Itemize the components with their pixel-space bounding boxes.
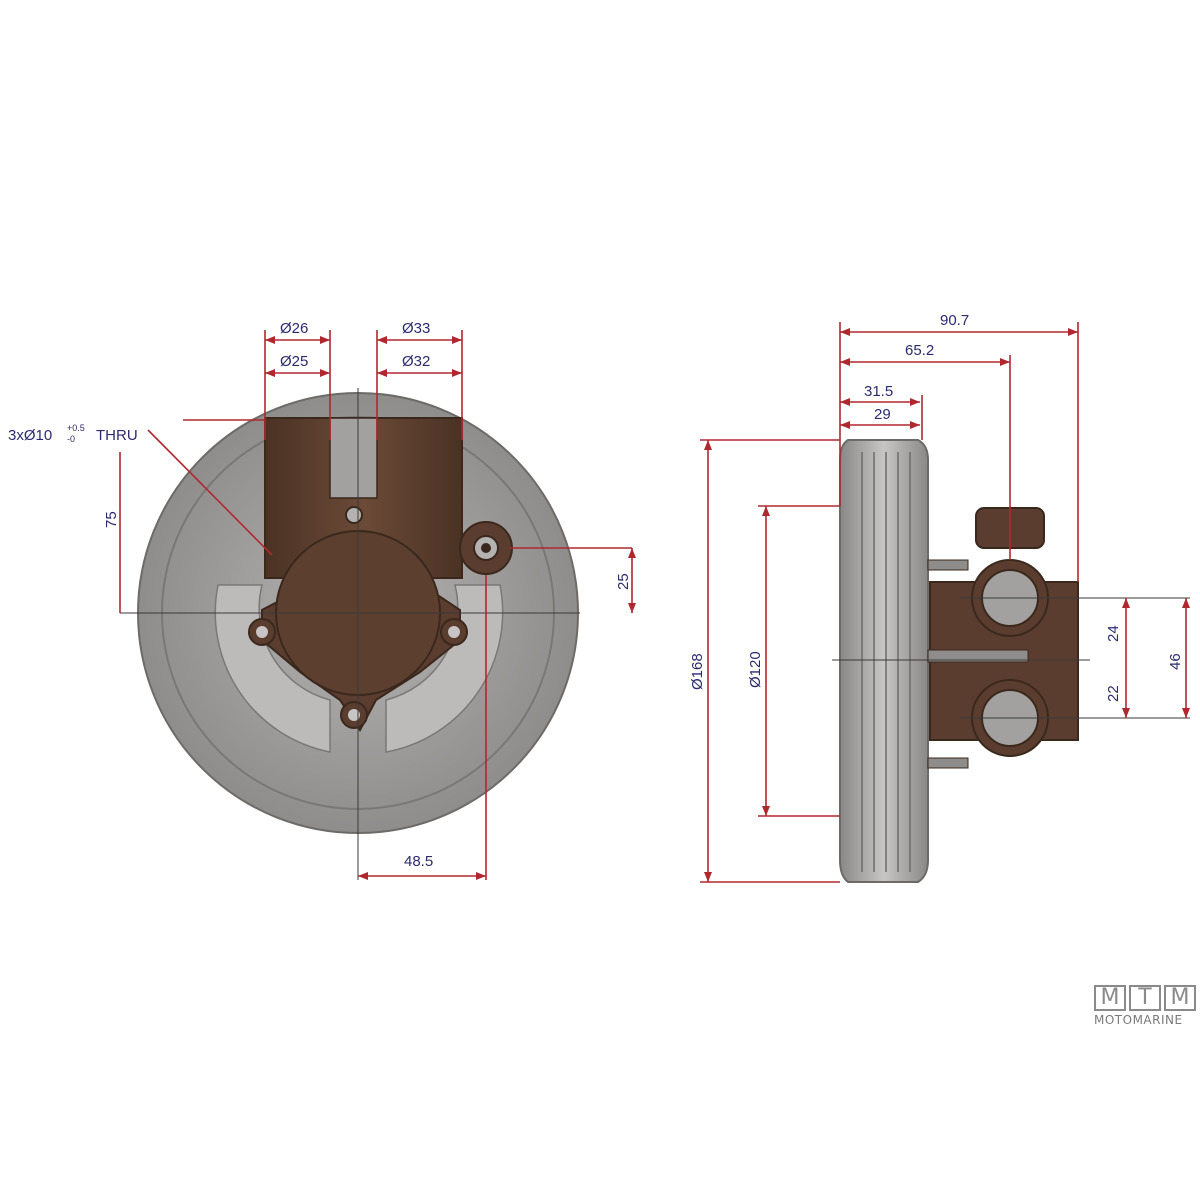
front-view: Ø26 Ø25 Ø33 Ø32 3xØ10 +0.5 -0 THRU 75 25…: [8, 320, 636, 880]
dim-port-22: 22: [1105, 685, 1122, 702]
dim-offset-25: 25: [615, 573, 632, 590]
side-pulley-body: [839, 439, 929, 883]
side-view: 90.7 65.2 31.5 29 Ø168 Ø120 24 22 46: [689, 312, 1190, 883]
dim-dia-168: Ø168: [689, 653, 706, 690]
logo-letter: T: [1129, 985, 1161, 1011]
side-dimension-lines: [700, 322, 1187, 883]
logo-brand-name: MOTOMARINE: [1094, 1013, 1183, 1027]
dim-length-65-2: 65.2: [905, 342, 934, 359]
dim-port-24: 24: [1105, 625, 1122, 642]
mtm-logo: M T M MOTOMARINE: [1094, 985, 1198, 1045]
mount-hole-bore: [448, 626, 460, 638]
cover-bolt: [345, 506, 363, 524]
pulley-cutout: [385, 584, 504, 753]
dim-port-46: 46: [1167, 653, 1184, 670]
dim-bore-26: Ø26: [280, 320, 308, 337]
mount-hole-bore: [256, 626, 268, 638]
dim-length-29: 29: [874, 406, 891, 423]
grease-fitting-hole: [481, 543, 491, 553]
side-pulley-grooves: [861, 452, 911, 872]
dim-length-90-7: 90.7: [940, 312, 969, 329]
dim-height-75: 75: [103, 511, 120, 528]
dim-dia-120: Ø120: [747, 651, 764, 688]
logo-letter: M: [1094, 985, 1126, 1011]
side-shaft: [927, 649, 1029, 663]
side-studs: [927, 757, 969, 769]
front-dimension-arrows: [265, 336, 636, 880]
dim-hole-callout: 3xØ10: [8, 427, 52, 444]
front-dimension-lines: [119, 330, 633, 880]
side-dimension-arrows: [704, 328, 1190, 882]
dim-hole-tol-lower: -0: [67, 434, 75, 444]
dim-hole-tol-upper: +0.5: [67, 423, 85, 433]
pump-port-slot: [329, 417, 378, 499]
dim-hole-thru: THRU: [96, 427, 138, 444]
dim-offset-48-5: 48.5: [404, 853, 433, 870]
side-studs: [927, 559, 969, 571]
dim-bore-25: Ø25: [280, 353, 308, 370]
dim-length-31-5: 31.5: [864, 383, 893, 400]
logo-letters: M T M: [1094, 985, 1198, 1011]
logo-letter: M: [1164, 985, 1196, 1011]
dim-bore-32: Ø32: [402, 353, 430, 370]
mount-hole-bore: [348, 709, 360, 721]
dim-bore-33: Ø33: [402, 320, 430, 337]
